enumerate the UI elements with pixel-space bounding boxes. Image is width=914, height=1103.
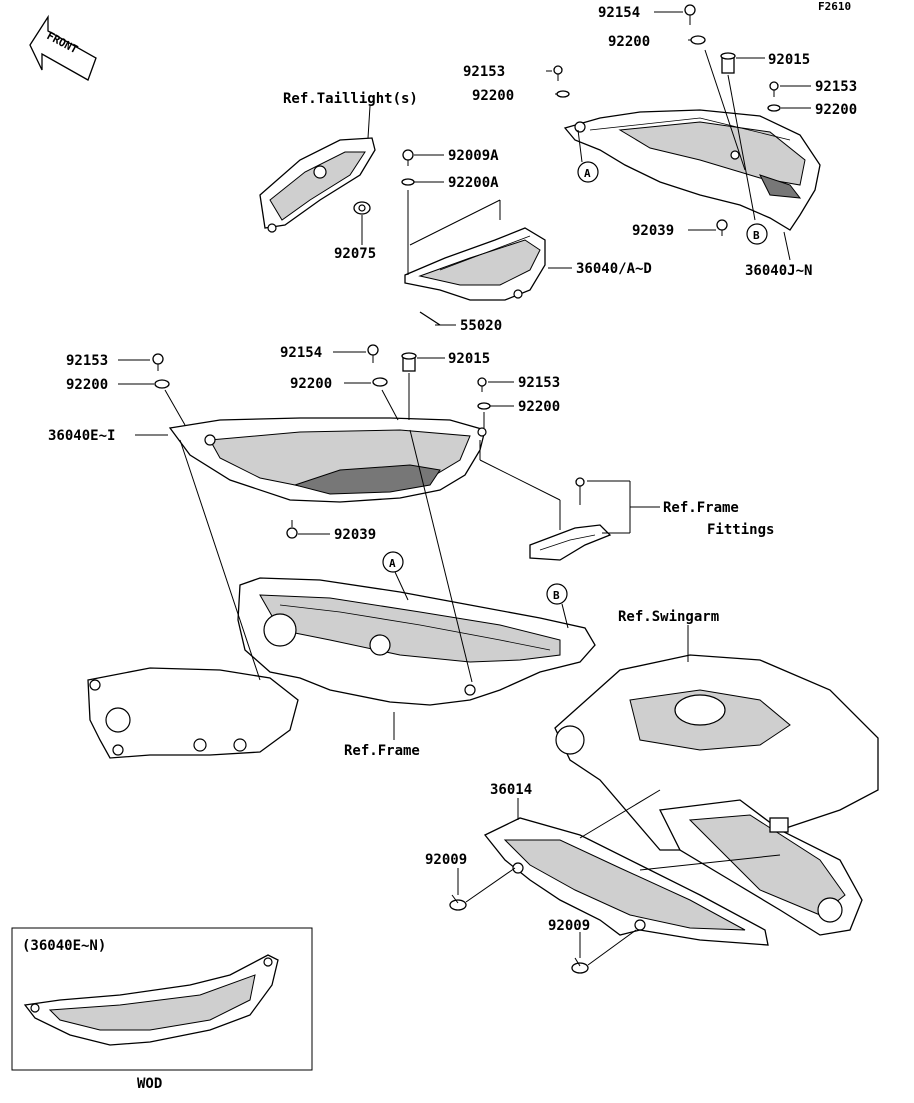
- callout-92009-left: 92009: [425, 852, 467, 868]
- washer-92200-top: [690, 35, 706, 45]
- rear-frame-part: [87, 577, 596, 759]
- clip-92039-left: [286, 520, 298, 539]
- callout-ref-frame: Ref.Frame: [344, 743, 420, 759]
- bolt-92009-right: [571, 957, 589, 974]
- callout-36040jn: 36040J~N: [745, 263, 812, 279]
- bolt-92153-right: [769, 81, 779, 97]
- washer-92200-left: [154, 379, 170, 389]
- callout-92200-center-right: 92200: [518, 399, 560, 415]
- callout-92200-mid: 92200: [472, 88, 514, 104]
- callout-92200-top: 92200: [608, 34, 650, 50]
- callout-92015-right: 92015: [768, 52, 810, 68]
- bolt-92154-top: [684, 4, 696, 25]
- callout-ref-swingarm: Ref.Swingarm: [618, 609, 719, 625]
- rear-cowl-right-part: [563, 109, 821, 231]
- callout-92153-left: 92153: [66, 353, 108, 369]
- callout-92153-right: 92153: [815, 79, 857, 95]
- callout-92154-mid: 92154: [280, 345, 322, 361]
- clip-92039-right: [716, 219, 728, 236]
- front-arrow: FRONT: [29, 14, 97, 81]
- side-cover-part: [168, 417, 487, 503]
- bolt-92153-left: [152, 353, 164, 371]
- callout-92200-left: 92200: [66, 377, 108, 393]
- callout-92200-center: 92200: [290, 376, 332, 392]
- callout-ref-frame-fittings-line2: Fittings: [707, 522, 774, 538]
- washer-92200-right: [767, 104, 781, 112]
- chain-cover-part: [483, 817, 769, 946]
- grommet-92075: [353, 201, 371, 215]
- marker-a-center-label: A: [389, 557, 396, 570]
- callout-92009-right: 92009: [548, 918, 590, 934]
- bolt-92009-left: [449, 894, 467, 911]
- center-cover-part: [404, 227, 546, 301]
- washer-92200a: [401, 178, 415, 186]
- marker-b-top-label: B: [753, 229, 760, 242]
- bolt-92154-mid: [367, 344, 379, 363]
- bolt-92009a: [402, 149, 414, 166]
- callout-92200a: 92200A: [448, 175, 499, 191]
- bolt-92153-mid: [553, 65, 563, 81]
- inset-side-cover: [23, 954, 279, 1046]
- marker-b-top: [746, 223, 768, 245]
- callout-55020: 55020: [460, 318, 502, 334]
- callout-92153-center: 92153: [518, 375, 560, 391]
- marker-a-top: [577, 161, 599, 183]
- callout-ref-frame-fittings-line1: Ref.Frame: [663, 500, 739, 516]
- marker-b-center: [546, 583, 568, 605]
- callout-36040ei: 36040E~I: [48, 428, 115, 444]
- callout-36040ad: 36040/A~D: [576, 261, 652, 277]
- callout-92154-top: 92154: [598, 5, 640, 21]
- marker-a-center: [382, 551, 404, 573]
- washer-92200-center: [372, 377, 388, 387]
- callout-36014: 36014: [490, 782, 532, 798]
- inset-caption: WOD: [137, 1076, 162, 1092]
- callout-92075: 92075: [334, 246, 376, 262]
- callout-92039-right: 92039: [632, 223, 674, 239]
- taillight-part: [259, 137, 376, 233]
- collar-92015-center: [401, 352, 417, 372]
- figure-code: F2610: [818, 0, 851, 13]
- bolt-92153-center: [477, 377, 487, 392]
- inset-title: (36040E~N): [22, 938, 106, 954]
- swingarm-part: [554, 654, 879, 936]
- tube-55020: [419, 311, 441, 326]
- collar-92015-right: [720, 52, 736, 74]
- frame-fittings-part: [529, 477, 612, 561]
- marker-a-top-label: A: [584, 167, 591, 180]
- callout-92039-left: 92039: [334, 527, 376, 543]
- callout-92153-mid: 92153: [463, 64, 505, 80]
- callout-92015-center: 92015: [448, 351, 490, 367]
- inset-box: [11, 927, 313, 1071]
- washer-92200-mid: [556, 90, 570, 98]
- washer-92200-center-right: [477, 402, 491, 410]
- callout-92200-right: 92200: [815, 102, 857, 118]
- callout-ref-taillight: Ref.Taillight(s): [283, 91, 418, 107]
- callout-92009a: 92009A: [448, 148, 499, 164]
- marker-b-center-label: B: [553, 589, 560, 602]
